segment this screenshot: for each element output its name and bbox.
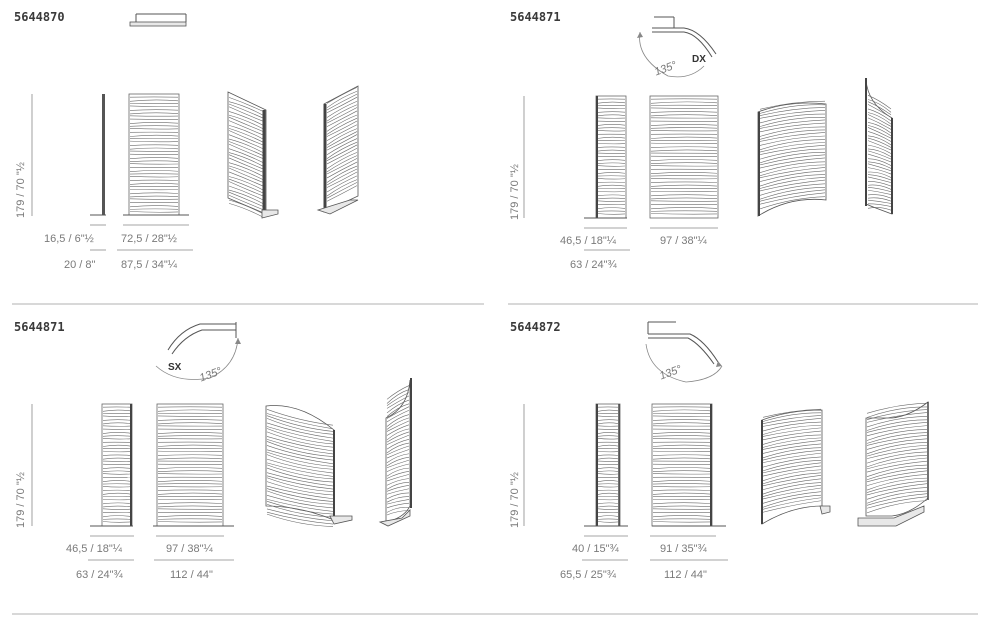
height-label: 179 / 70 "½ [15, 472, 27, 528]
direction-label: DX [692, 54, 706, 65]
side-view [90, 94, 106, 216]
height-label: 179 / 70 "½ [509, 472, 521, 528]
dimension-depth: 16,5 / 6"½ [44, 233, 94, 245]
dimension-width: 91 / 35"¾ [660, 543, 708, 555]
side-view [584, 95, 627, 219]
height-label: 179 / 70 "½ [509, 164, 521, 220]
dimension-base-depth: 63 / 24"¾ [570, 259, 618, 271]
perspective-view-right [316, 85, 359, 215]
angle-label: 135° [653, 59, 679, 78]
dimension-width: 97 / 38"¼ [660, 235, 708, 247]
front-view [153, 403, 234, 527]
perspective-view-left [761, 408, 831, 525]
direction-label: SX [168, 362, 182, 373]
dimension-base-depth: 20 / 8" [64, 259, 96, 271]
side-view [90, 403, 133, 527]
panel-5644872: 5644872 135° 179 / 70 "½ [509, 320, 929, 581]
front-view [123, 93, 189, 216]
plan-view: DX 135° [637, 16, 717, 78]
product-code: 5644872 [510, 320, 561, 334]
perspective-view-left [265, 405, 353, 527]
dimension-depth: 46,5 / 18"¼ [66, 543, 123, 555]
product-code: 5644871 [14, 320, 65, 334]
plan-view [129, 13, 187, 27]
dimension-width: 72,5 / 28"½ [121, 233, 177, 245]
panel-5644871-dx: 5644871 DX 135° 179 / 70 "½ [509, 10, 893, 271]
dimension-base-depth: 63 / 24"¾ [76, 569, 124, 581]
plan-view: SX 135° [155, 322, 241, 384]
side-view [584, 403, 628, 527]
dimension-base-width: 87,5 / 34"¼ [121, 259, 178, 271]
perspective-view-left [757, 100, 827, 217]
dimension-base-width: 112 / 44" [170, 569, 213, 581]
front-view [651, 403, 726, 527]
product-code: 5644870 [14, 10, 65, 24]
perspective-view-right [865, 78, 893, 215]
angle-label: 135° [658, 363, 684, 382]
angle-label: 135° [198, 365, 224, 384]
dimension-depth: 46,5 / 18"¼ [560, 235, 617, 247]
panel-5644871-sx: 5644871 SX 135° 179 / 70 "½ [14, 320, 412, 581]
product-code: 5644871 [510, 10, 561, 24]
perspective-view-right [378, 378, 412, 527]
front-view [649, 95, 719, 219]
dimension-depth: 40 / 15"¾ [572, 543, 620, 555]
plan-view: 135° [645, 321, 723, 382]
dimension-base-width: 112 / 44" [664, 569, 707, 581]
height-label: 179 / 70 "½ [15, 162, 27, 218]
panel-5644870: 5644870 179 / 70 "½ [14, 10, 359, 271]
dimension-base-depth: 65,5 / 25"¾ [560, 569, 617, 581]
perspective-view-left [227, 91, 279, 219]
perspective-view-right [857, 401, 929, 527]
dimension-width: 97 / 38"¼ [166, 543, 214, 555]
